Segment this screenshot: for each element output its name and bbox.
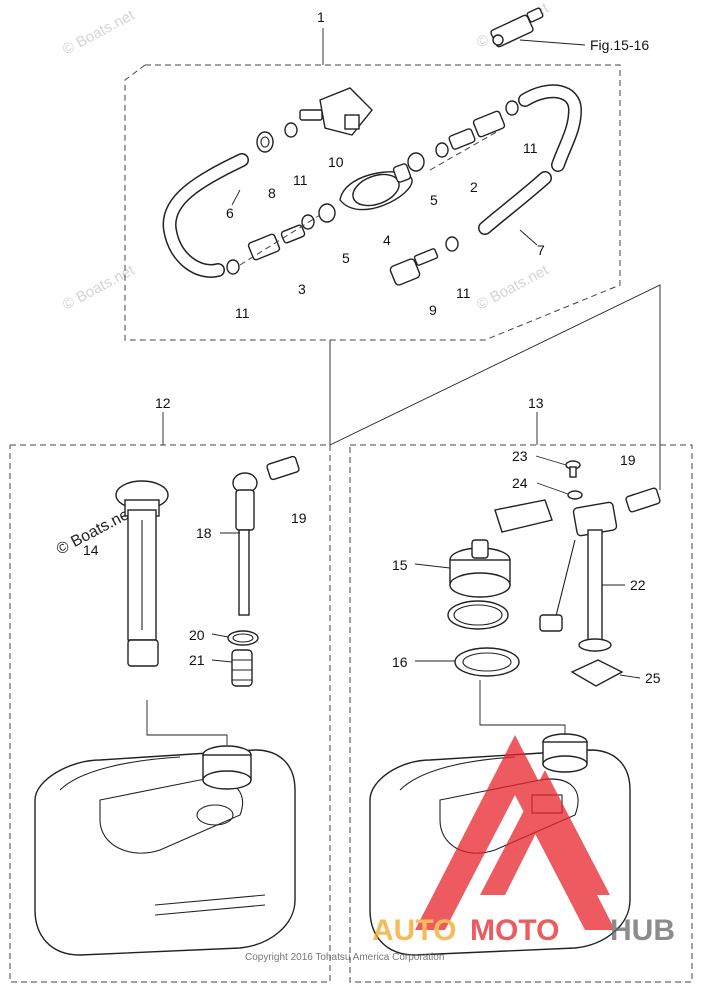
callout-19a: 19: [291, 510, 307, 526]
logo-triangle-inner: [480, 770, 610, 895]
callout-18: 18: [196, 525, 212, 541]
callouts: 1 2 3 4 5 5 6 7 8 9 10 11 11 11 11 12 13…: [83, 9, 661, 686]
tank-right-neck: [542, 733, 588, 773]
callout-7: 7: [537, 242, 545, 258]
callout-2: 2: [470, 179, 478, 195]
callout-19b: 19: [620, 452, 636, 468]
callout-20: 20: [189, 627, 205, 643]
callout-16: 16: [392, 654, 408, 670]
callout-22: 22: [630, 577, 646, 593]
screw-23: [565, 460, 581, 478]
logo-text-moto: MOTO: [470, 914, 559, 947]
ref-label: Fig.15-16: [590, 37, 649, 53]
callout-23: 23: [512, 448, 528, 464]
label-plate: [494, 499, 553, 533]
filler-cap-15: [447, 539, 511, 630]
callout-11c: 11: [235, 305, 250, 321]
washer-11a: [284, 122, 298, 138]
copyright: Copyright 2016 Tohatsu America Corporati…: [245, 952, 444, 963]
callout-15: 15: [392, 557, 408, 573]
callout-11a: 11: [293, 172, 308, 188]
callout-4: 4: [383, 232, 391, 248]
washer-11c: [226, 259, 240, 275]
filter-21: [231, 649, 253, 687]
connector-19-right: [625, 487, 661, 513]
fuel-gauge-22: [539, 501, 618, 652]
logo-text-auto: AUTO: [372, 914, 456, 947]
logo-text-hub: HUB: [610, 914, 675, 947]
washer-11b: [505, 100, 519, 116]
callout-21: 21: [189, 652, 205, 668]
gasket-25: [570, 659, 624, 687]
automotohub-logo: AUTO MOTO HUB: [372, 735, 675, 947]
primer-bulb-4: [339, 163, 413, 211]
callout-25: 25: [645, 670, 661, 686]
callout-9: 9: [429, 302, 437, 318]
callout-14: 14: [83, 542, 99, 558]
washer-11d: [445, 236, 459, 252]
group-box-12: [9, 444, 331, 983]
fuel-tank-left: [34, 749, 296, 956]
tank-left-neck: [202, 745, 252, 790]
fuel-gauge-14: [115, 480, 169, 667]
washer-5a: [318, 203, 336, 223]
callout-11d: 11: [456, 285, 471, 301]
o-ring-20: [227, 630, 259, 646]
group-box-13: [349, 444, 693, 983]
group-box-1: [124, 64, 621, 341]
washer-8: [256, 131, 274, 153]
connector-9: [389, 248, 439, 286]
callout-5a: 5: [430, 192, 438, 208]
gasket-16: [454, 647, 520, 677]
fitting-10: [299, 87, 373, 136]
callout-8: 8: [268, 185, 276, 201]
callout-10: 10: [328, 154, 344, 170]
connector-19-left: [266, 455, 300, 481]
logo-triangle: [415, 735, 615, 930]
callout-5b: 5: [342, 250, 350, 266]
watermark-3: © Boats.net: [60, 261, 138, 313]
callout-1: 1: [317, 9, 325, 25]
callout-12: 12: [155, 395, 171, 411]
watermark-4: © Boats.net: [474, 261, 552, 313]
fuel-connector-part: [490, 7, 544, 48]
watermark-1: © Boats.net: [60, 6, 138, 58]
washer-24: [567, 490, 583, 500]
callout-13: 13: [528, 395, 544, 411]
callout-6: 6: [226, 205, 234, 221]
callout-24: 24: [512, 475, 528, 491]
pickup-tube-18: [232, 472, 258, 616]
valve-set-2: [407, 110, 506, 172]
callout-11b: 11: [523, 140, 538, 156]
callout-3: 3: [298, 281, 306, 297]
